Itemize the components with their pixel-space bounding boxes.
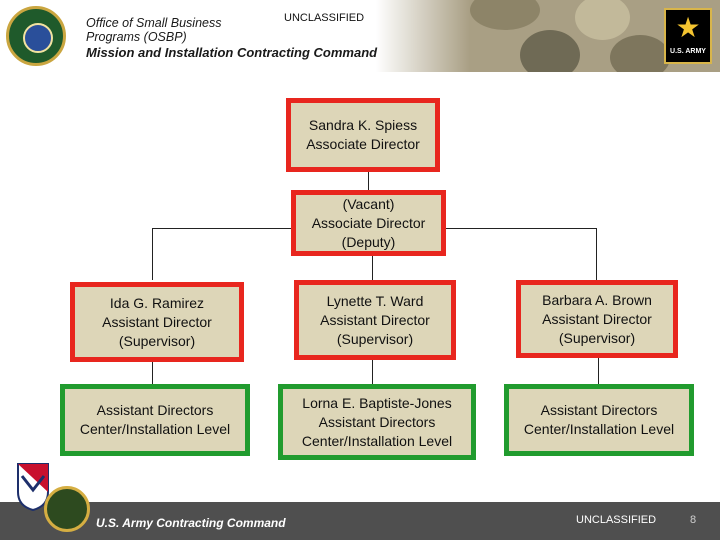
connector-line bbox=[152, 228, 153, 280]
staff-line: Assistant Directors bbox=[96, 402, 214, 418]
supervisor-box: Barbara A. Brown Assistant Director (Sup… bbox=[516, 280, 678, 358]
supervisor-qualifier: (Supervisor) bbox=[118, 332, 196, 349]
supervisor-box: Lynette T. Ward Assistant Director (Supe… bbox=[294, 280, 456, 360]
connector-line bbox=[368, 172, 369, 190]
staff-line: Center/Installation Level bbox=[523, 421, 675, 437]
connector-line bbox=[152, 362, 153, 384]
deputy-box: (Vacant) Associate Director (Deputy) bbox=[291, 190, 446, 256]
staff-line: Lorna E. Baptiste-Jones bbox=[302, 394, 452, 411]
connector-line bbox=[598, 358, 599, 384]
deputy-qualifier: (Deputy) bbox=[341, 233, 396, 250]
shield-icon bbox=[17, 463, 49, 512]
connector-line bbox=[446, 228, 596, 229]
supervisor-qualifier: (Supervisor) bbox=[558, 329, 636, 346]
contracting-command-emblem-icon bbox=[44, 486, 90, 532]
director-title: Associate Director bbox=[306, 136, 420, 152]
supervisor-qualifier: (Supervisor) bbox=[336, 330, 414, 347]
deputy-name: (Vacant) bbox=[342, 195, 395, 212]
supervisor-box: Ida G. Ramirez Assistant Director (Super… bbox=[70, 282, 244, 362]
staff-line: Assistant Directors bbox=[318, 413, 436, 430]
staff-box: Lorna E. Baptiste-Jones Assistant Direct… bbox=[278, 384, 476, 460]
deputy-title: Associate Director bbox=[311, 214, 426, 231]
supervisor-title: Assistant Director bbox=[542, 310, 652, 327]
header-banner: Office of Small Business Programs (OSBP)… bbox=[0, 0, 720, 72]
supervisor-title: Assistant Director bbox=[102, 313, 212, 330]
director-name: Sandra K. Spiess bbox=[308, 117, 418, 133]
connector-line bbox=[372, 256, 373, 280]
classification-label: UNCLASSIFIED bbox=[576, 514, 657, 526]
camo-pattern bbox=[470, 0, 540, 30]
connector-line bbox=[372, 360, 373, 384]
page-number: 8 bbox=[690, 514, 697, 526]
staff-line: Assistant Directors bbox=[540, 402, 658, 418]
classification-label: UNCLASSIFIED bbox=[284, 12, 365, 24]
supervisor-name: Barbara A. Brown bbox=[542, 291, 652, 308]
footer-command-name: U.S. Army Contracting Command bbox=[96, 516, 286, 530]
osbp-seal-icon bbox=[6, 6, 66, 66]
army-star-logo-icon: ★ U.S. ARMY bbox=[664, 8, 712, 64]
director-box: Sandra K. Spiess Associate Director bbox=[286, 98, 440, 172]
staff-line: Center/Installation Level bbox=[301, 432, 453, 449]
office-title: Office of Small Business Programs (OSBP) bbox=[86, 16, 222, 44]
camo-pattern bbox=[520, 30, 580, 72]
star-icon: ★ bbox=[675, 12, 701, 43]
supervisor-name: Lynette T. Ward bbox=[326, 292, 424, 309]
seal-center-icon bbox=[23, 23, 53, 53]
supervisor-title: Assistant Director bbox=[320, 311, 430, 328]
supervisor-name: Ida G. Ramirez bbox=[109, 294, 205, 311]
army-logo-text: U.S. ARMY bbox=[670, 48, 706, 55]
staff-box: Assistant Directors Center/Installation … bbox=[504, 384, 694, 456]
camo-pattern bbox=[610, 35, 670, 72]
staff-line: Center/Installation Level bbox=[79, 421, 231, 437]
camo-pattern bbox=[575, 0, 630, 40]
staff-box: Assistant Directors Center/Installation … bbox=[60, 384, 250, 456]
command-title: Mission and Installation Contracting Com… bbox=[86, 45, 378, 60]
connector-line bbox=[596, 228, 597, 280]
footer-bar: U.S. Army Contracting Command UNCLASSIFI… bbox=[0, 502, 720, 540]
header-fade bbox=[0, 0, 470, 72]
connector-line bbox=[152, 228, 293, 229]
